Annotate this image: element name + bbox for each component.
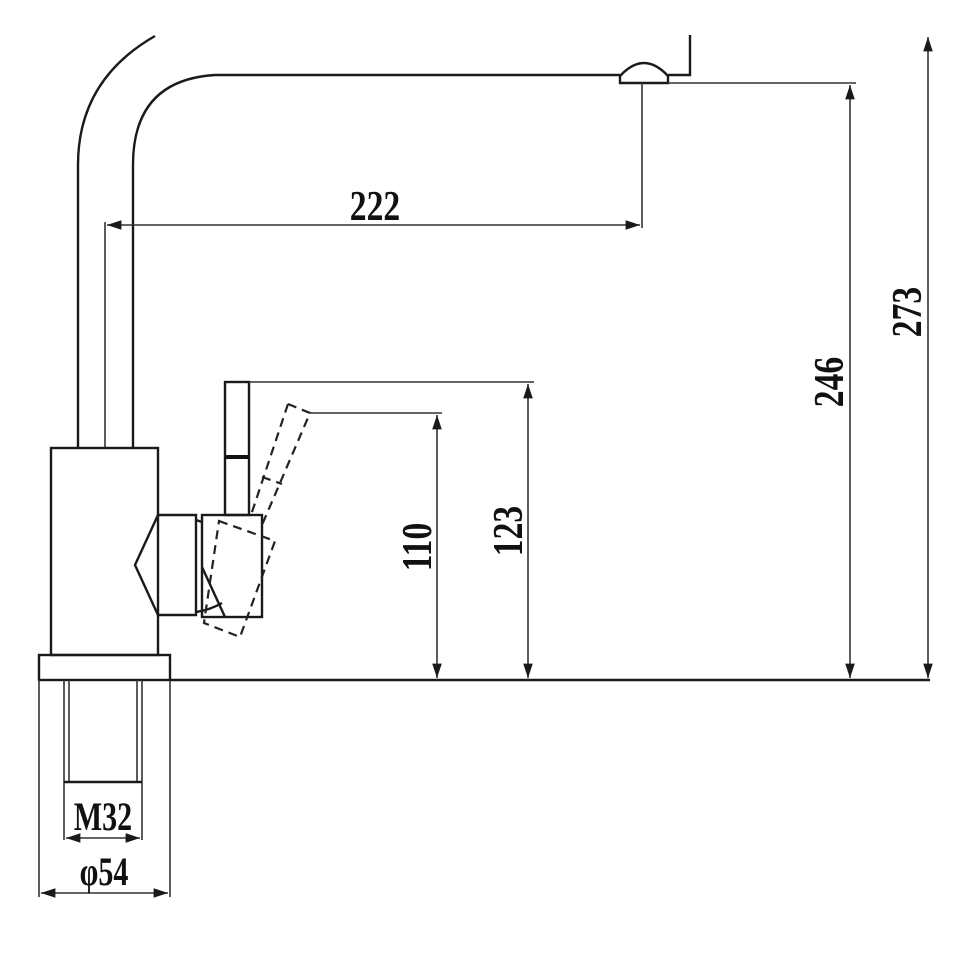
dim-110 (310, 412, 442, 678)
diameter-label: φ54 (80, 849, 129, 894)
base-plate (37, 653, 172, 682)
lever-tilted-outline (202, 402, 312, 639)
dim-246 (668, 82, 856, 678)
lever (200, 380, 264, 619)
spout (76, 34, 620, 448)
thread-label: M32 (74, 794, 132, 839)
spout-tip (618, 35, 692, 85)
cartridge-housing (133, 513, 198, 617)
dim-273-label: 273 (885, 287, 931, 337)
dim-246-label: 246 (807, 357, 853, 407)
dim-123-label: 123 (486, 506, 532, 556)
dim-222-label: 222 (350, 184, 400, 230)
mounting-shank (38, 680, 171, 898)
dim-123 (249, 381, 534, 678)
dim-110-label: 110 (395, 523, 441, 572)
dim-222 (107, 83, 643, 230)
